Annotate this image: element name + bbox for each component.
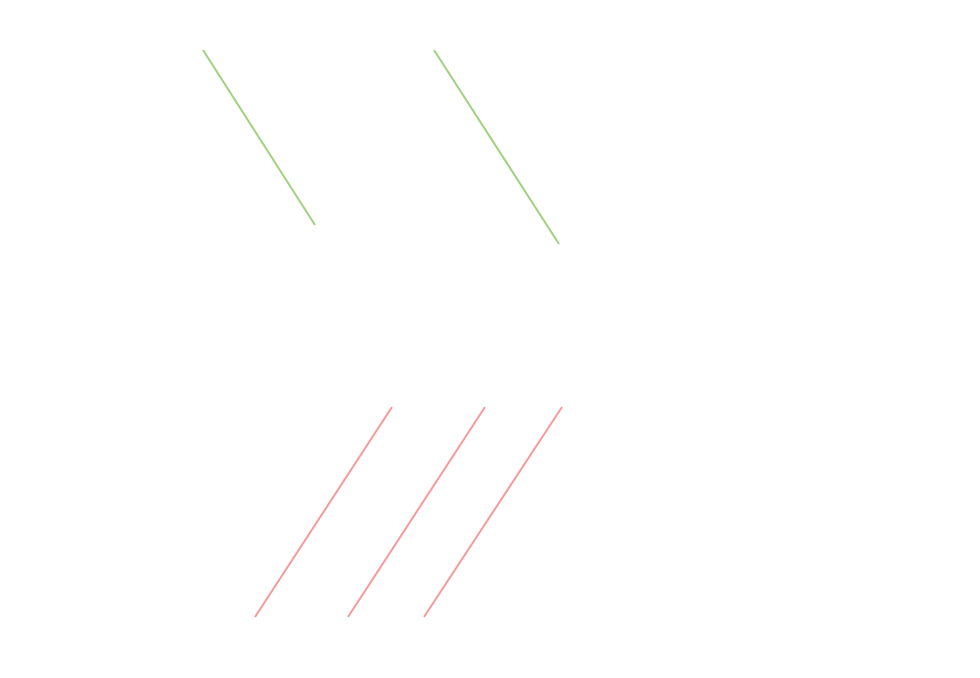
green-line-2 <box>433 49 560 245</box>
red-line-1 <box>254 406 393 618</box>
red-line-3 <box>423 406 563 618</box>
green-line-group <box>202 49 560 245</box>
green-line-1 <box>202 49 316 226</box>
red-line-2 <box>347 406 486 618</box>
red-line-group <box>254 406 563 618</box>
